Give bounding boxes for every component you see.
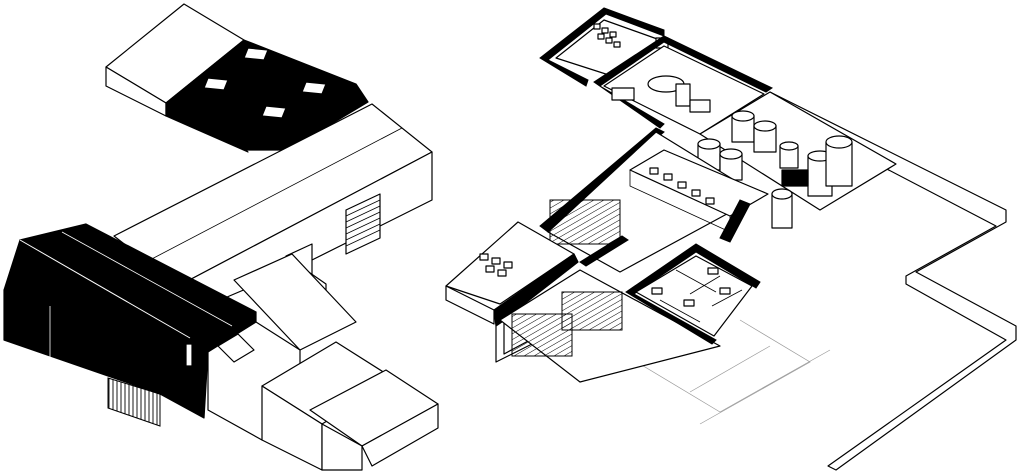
office-desks [651, 267, 731, 307]
roof-plant [479, 253, 513, 277]
chimney-box [217, 333, 255, 363]
north-room-walls [539, 7, 665, 87]
machine-1 [675, 83, 691, 107]
upper-hall [593, 35, 774, 135]
boundary-wall [769, 91, 1017, 471]
fermentation-tanks [697, 110, 853, 229]
rooflight-2 [203, 77, 229, 91]
rooflight-1 [243, 47, 269, 61]
ancillary-roof-1 [233, 253, 357, 351]
warehouse [445, 221, 721, 383]
roller-door-1-slats [345, 199, 381, 247]
black-barn [3, 223, 257, 427]
black-barn-window [185, 343, 193, 367]
north-wall-black [165, 102, 249, 153]
office-walls [625, 243, 761, 345]
crate-stack-1 [611, 87, 635, 101]
black-barn-ridge [61, 231, 233, 327]
mezzanine-deck [629, 149, 769, 217]
long-barn-ridge [145, 127, 403, 263]
black-barn-eave [19, 239, 191, 339]
warehouse-roof-edge [445, 285, 495, 325]
ancillary-buildings [207, 253, 439, 471]
north-room-crates [593, 23, 621, 48]
tank-hall [697, 91, 897, 229]
main-hall-east-wall [719, 199, 751, 243]
control-panel [781, 169, 809, 187]
pallet-racking-1 [549, 199, 621, 245]
roller-door-1 [345, 193, 381, 255]
north-building [105, 3, 369, 153]
main-hall [539, 127, 769, 273]
office-floor [635, 255, 753, 337]
ancillary-wall-3 [321, 423, 363, 471]
warehouse-inner-wall [579, 235, 629, 267]
rooflight-3 [301, 81, 327, 95]
yard-line-2 [619, 349, 831, 413]
upper-hall-walls [593, 35, 774, 129]
office-suite [625, 243, 761, 345]
black-barn-cladding-2 [107, 377, 161, 427]
long-barn [113, 103, 433, 303]
rooflight-4 [261, 105, 287, 119]
site-boundary [619, 91, 1017, 471]
interior-cutaway [445, 7, 1017, 471]
black-barn-rooflight [69, 279, 137, 343]
yard-line-1 [699, 319, 811, 425]
office-partitions [659, 269, 743, 323]
ancillary-wall-4 [361, 403, 439, 467]
exterior-massing [3, 3, 439, 471]
mezzanine-crates [649, 167, 715, 205]
yard-line-3 [689, 345, 771, 393]
machine-2 [689, 99, 711, 113]
warehouse-parapet [493, 253, 579, 327]
pallet-racking-3 [561, 291, 623, 331]
